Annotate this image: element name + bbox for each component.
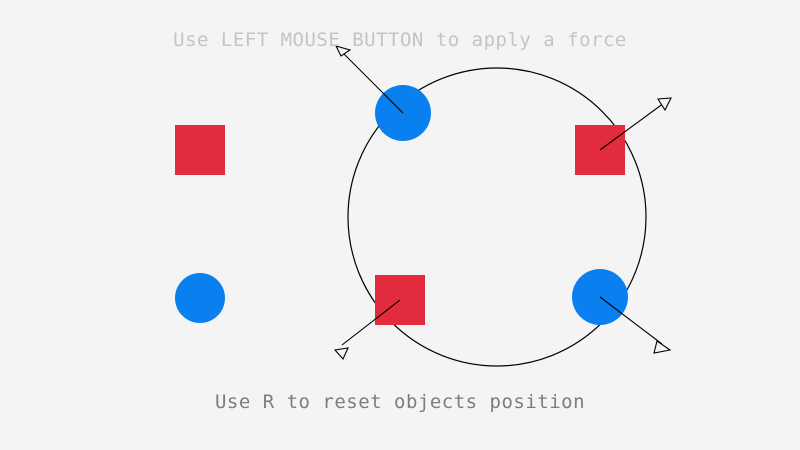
force-vector-circle-top-arrowhead — [334, 45, 352, 57]
force-vector-circle-bottom-right-shaft — [599, 296, 663, 345]
force-vector-circle-bottom-right-arrowhead — [653, 340, 672, 354]
container-boundary-circle — [347, 67, 647, 367]
force-vector-square-right-shaft — [599, 102, 665, 151]
force-vector-group — [333, 45, 672, 360]
body-circle-bottom-left[interactable] — [175, 273, 225, 323]
force-vector-square-bottom-center-shaft — [341, 299, 401, 346]
body-square-left[interactable] — [175, 125, 225, 175]
force-vector-square-bottom-center-arrowhead — [333, 347, 349, 360]
hint-text-reset-objects: Use R to reset objects position — [214, 391, 586, 413]
hint-text-apply-force: Use LEFT MOUSE BUTTON to apply a force — [173, 29, 627, 51]
force-vector-circle-top-shaft — [340, 50, 404, 114]
force-vector-square-right-arrowhead — [657, 97, 672, 112]
